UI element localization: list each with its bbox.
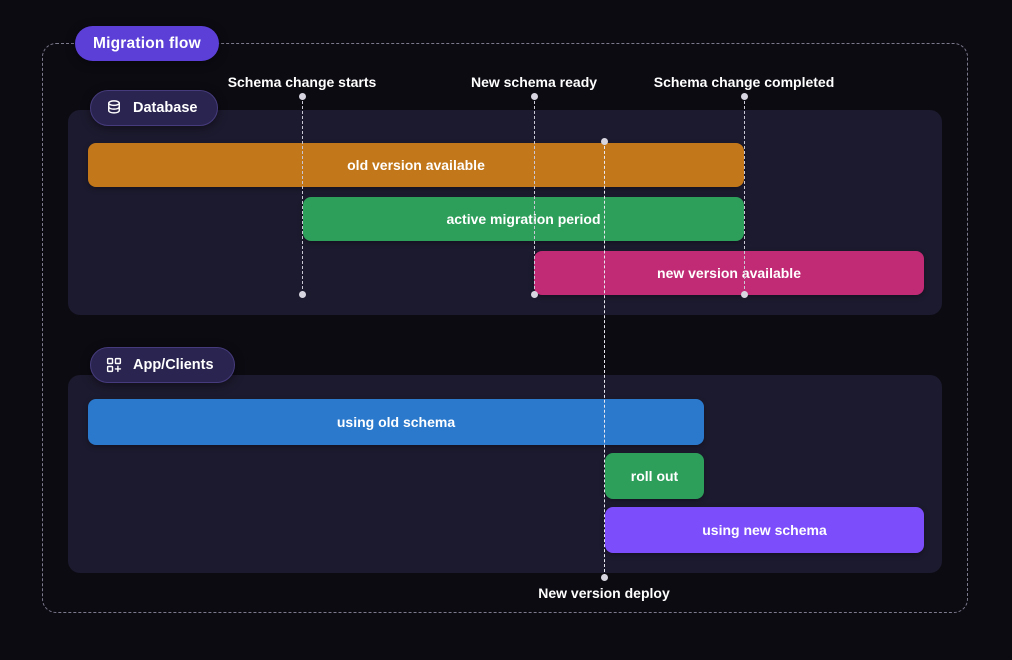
bar-new-version-available: new version available (534, 251, 924, 295)
marker-dot-bottom (530, 290, 538, 298)
marker-schema-change-completed-label: Schema change completed (653, 74, 835, 90)
bar-using-old-schema: using old schema (88, 399, 704, 445)
lane-badge-database: Database (90, 90, 219, 126)
bar-active-migration-period-label: active migration period (446, 211, 601, 227)
database-icon (105, 99, 123, 117)
marker-dot-top (530, 92, 538, 100)
marker-dot-bottom (600, 573, 608, 581)
marker-line (744, 96, 745, 294)
lane-badge-app-clients: App/Clients (90, 347, 235, 383)
bar-old-version-available-label: old version available (347, 157, 485, 173)
bar-roll-out-label: roll out (630, 468, 679, 484)
migration-flow-frame (42, 43, 968, 613)
apps-add-icon (105, 356, 123, 374)
bar-using-new-schema-label: using new schema (702, 522, 827, 538)
marker-line (604, 141, 605, 577)
bar-old-version-available: old version available (88, 143, 744, 187)
bar-roll-out: roll out (605, 453, 704, 499)
lane-badge-database-label: Database (133, 100, 198, 116)
marker-new-schema-ready-label: New schema ready (470, 74, 598, 90)
marker-dot-bottom (740, 290, 748, 298)
bar-using-new-schema: using new schema (605, 507, 924, 553)
bar-using-old-schema-label: using old schema (336, 414, 456, 430)
migration-flow-badge: Migration flow (75, 26, 219, 61)
lane-badge-app-clients-label: App/Clients (133, 357, 214, 373)
marker-dot-top (740, 92, 748, 100)
marker-schema-change-starts-label: Schema change starts (227, 74, 377, 90)
marker-dot-top (298, 92, 306, 100)
marker-line (302, 96, 303, 294)
bar-active-migration-period: active migration period (303, 197, 744, 241)
marker-line (534, 96, 535, 294)
marker-dot-top (600, 137, 608, 145)
migration-flow-label: Migration flow (93, 34, 201, 52)
bar-new-version-available-label: new version available (657, 265, 801, 281)
marker-dot-bottom (298, 290, 306, 298)
